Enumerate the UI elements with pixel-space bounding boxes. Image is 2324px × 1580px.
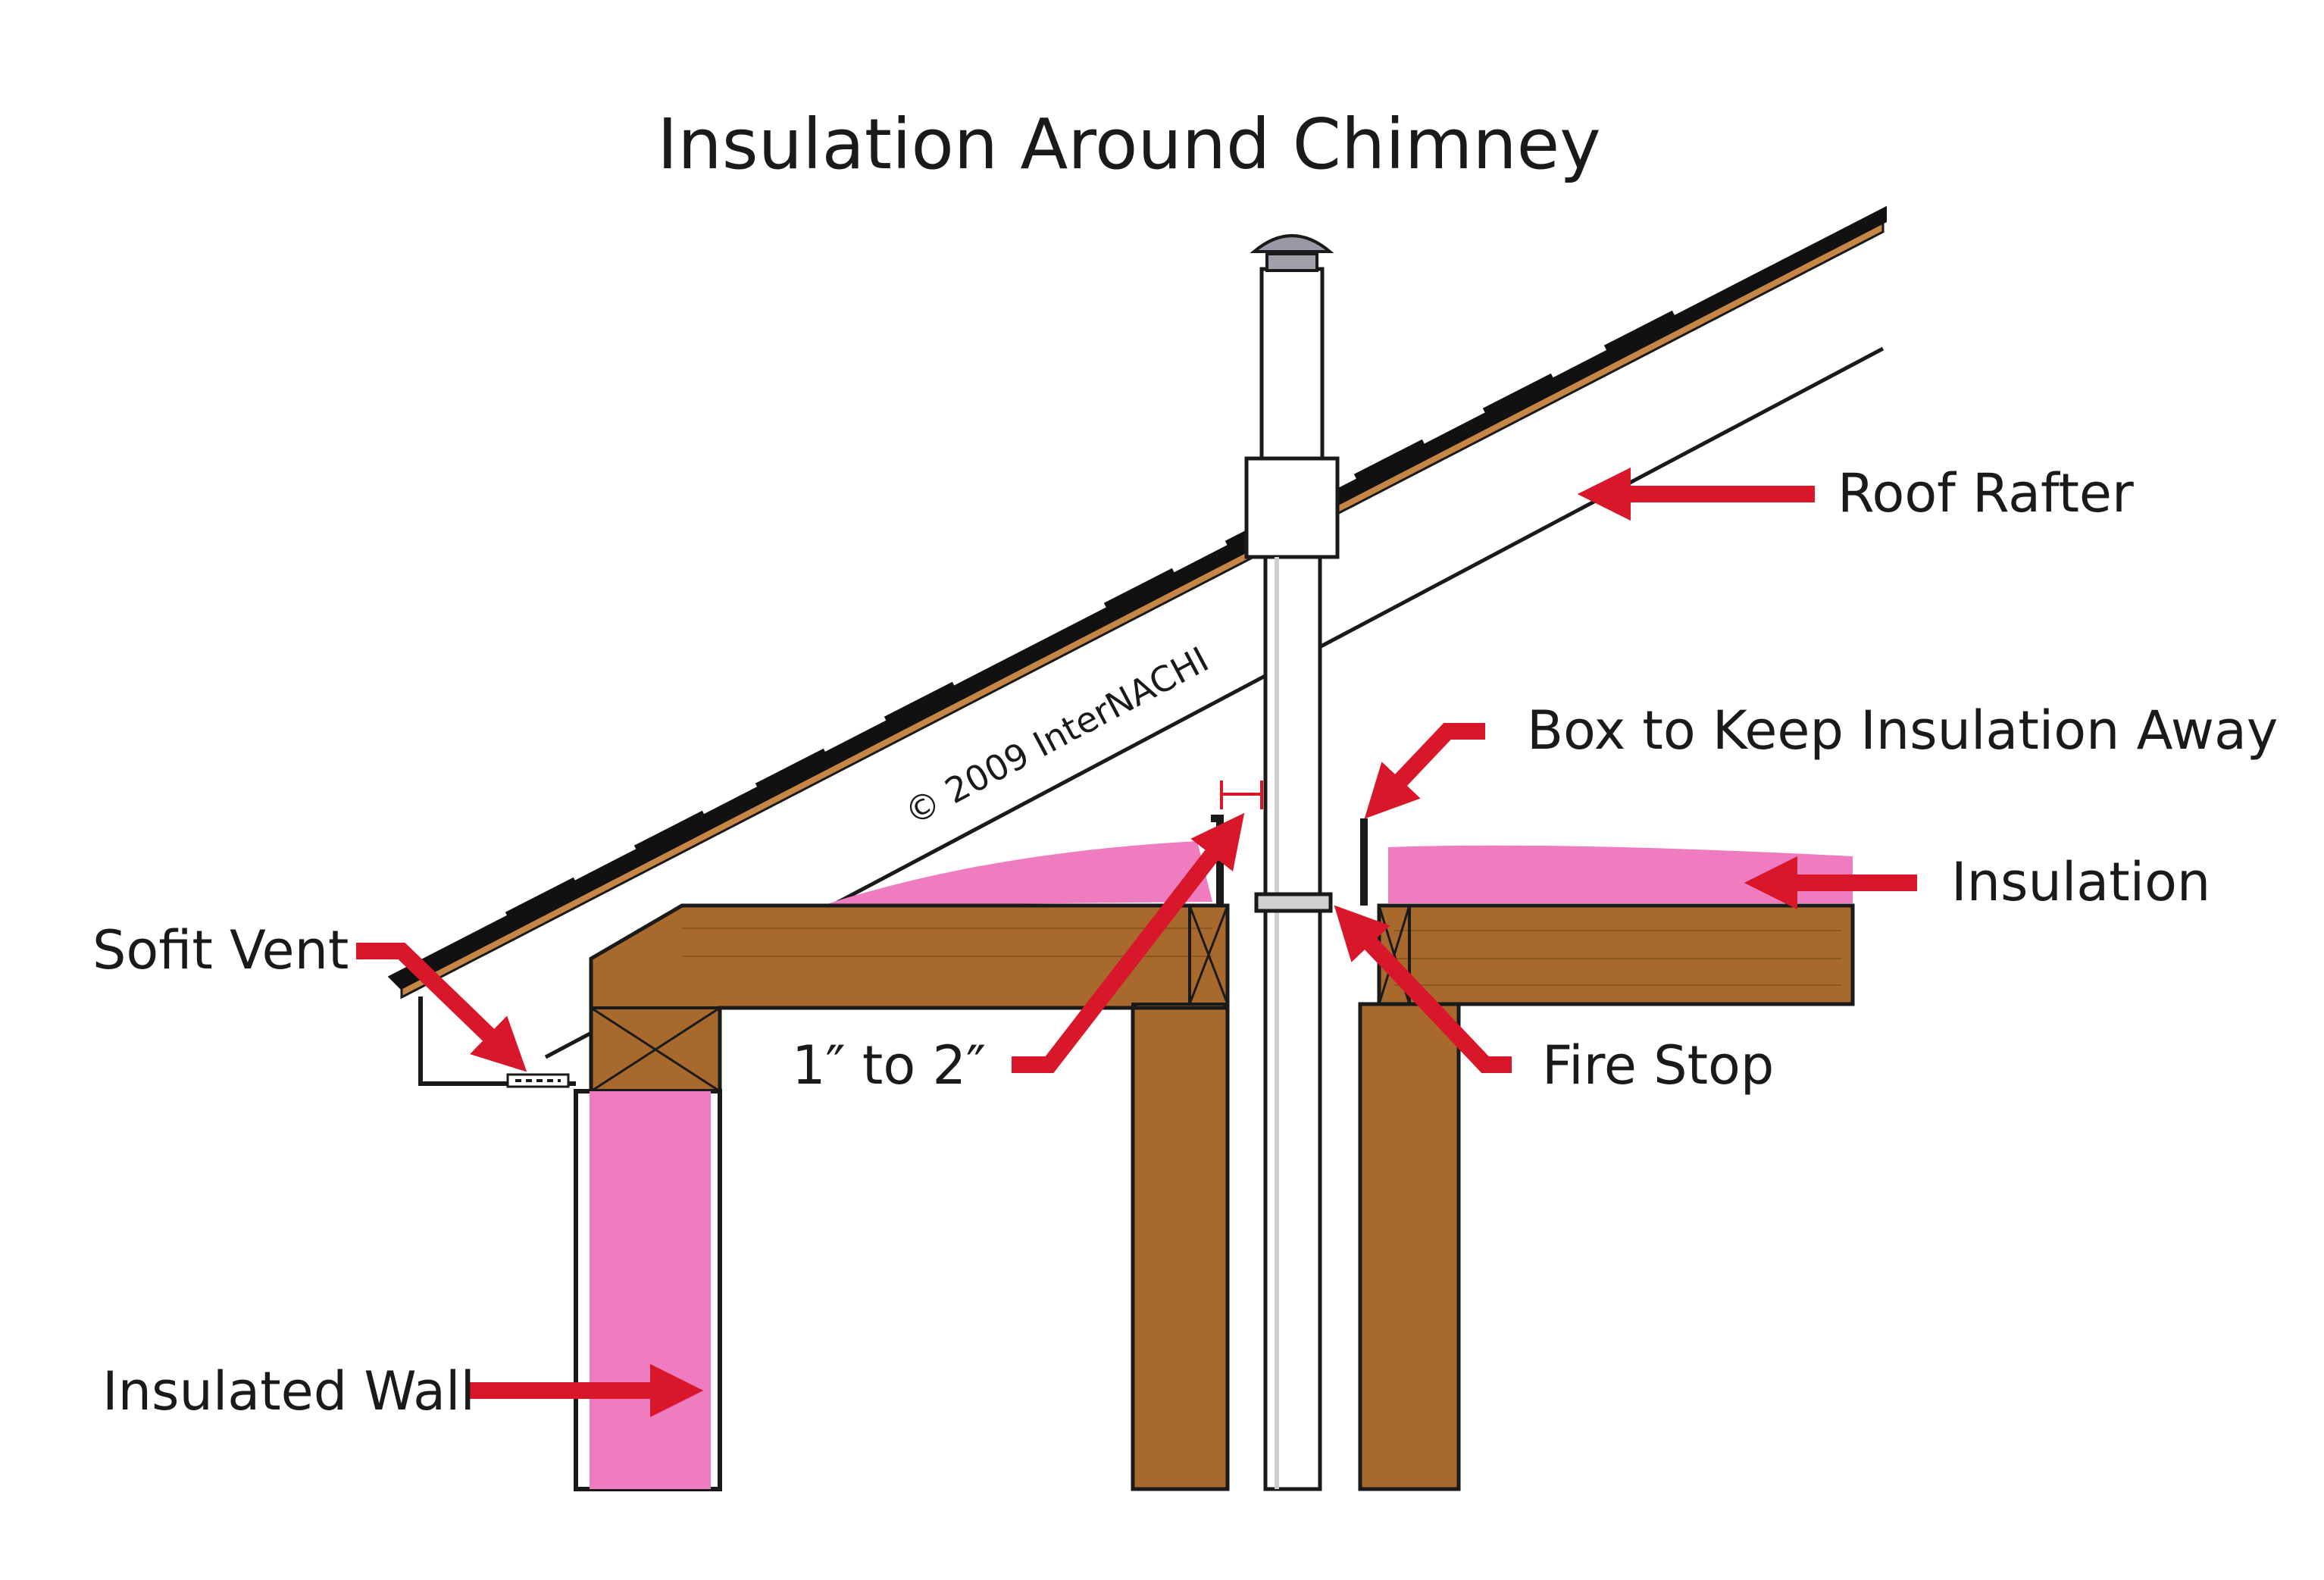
label-soffit-vent: Sofit Vent	[92, 919, 349, 981]
diagram-title: Insulation Around Chimney	[657, 104, 1600, 185]
label-clearance: 1″ to 2″	[792, 1034, 986, 1097]
copyright-watermark: © 2009 InterNACHI	[898, 639, 1215, 834]
box-arrow	[1364, 723, 1485, 819]
wood-grain	[682, 928, 1841, 986]
soffit-vent-arrow	[356, 943, 527, 1072]
label-roof-rafter: Roof Rafter	[1838, 462, 2134, 524]
label-fire-stop: Fire Stop	[1542, 1034, 1774, 1097]
ceiling-joist-right	[1377, 903, 1855, 1006]
label-box: Box to Keep Insulation Away	[1527, 699, 2278, 762]
label-insulated-wall: Insulated Wall	[102, 1360, 475, 1422]
label-insulation: Insulation	[1951, 851, 2210, 913]
wall-insulation	[590, 1091, 711, 1489]
clearance-marker	[1220, 781, 1263, 809]
fire-stop-collar	[1254, 892, 1333, 913]
interior-wall-right	[1358, 1002, 1461, 1491]
chimney-cap	[1250, 234, 1334, 272]
clearance-arrow	[1012, 812, 1245, 1073]
chimney-pipe	[1244, 267, 1340, 1491]
fire-stop-arrow	[1334, 905, 1512, 1073]
attic-insulation-right	[1388, 845, 1853, 903]
interior-wall-left	[1131, 1006, 1230, 1491]
attic-insulation-left	[822, 841, 1212, 906]
shingle-tabs	[505, 310, 1678, 922]
